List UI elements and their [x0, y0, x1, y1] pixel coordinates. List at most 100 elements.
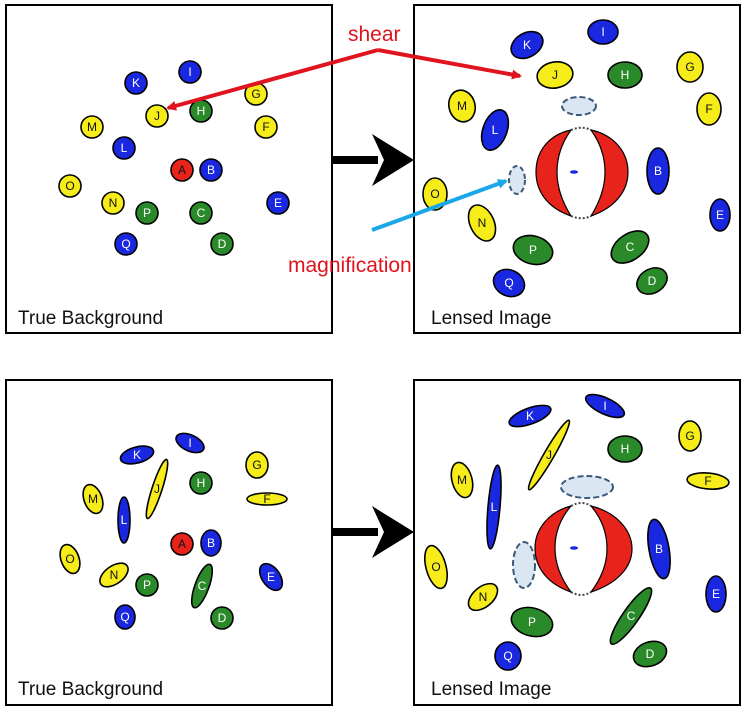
highlight-ellipse	[508, 165, 526, 195]
galaxy-E: E	[258, 562, 284, 592]
galaxy-label: G	[685, 429, 694, 443]
galaxy-B: B	[199, 158, 223, 182]
galaxy-label: H	[197, 476, 206, 490]
magnification-label: magnification	[288, 254, 412, 277]
galaxy-D: D	[632, 640, 668, 668]
galaxy-O: O	[423, 544, 449, 590]
galaxy-P: P	[135, 573, 159, 597]
galaxy-label: O	[431, 560, 440, 574]
galaxy-C: C	[610, 230, 650, 264]
galaxy-Q: Q	[492, 268, 526, 298]
panel-true-background-top: True Background K I J H G M F L A B O N …	[5, 4, 333, 334]
galaxy-C: C	[609, 586, 653, 646]
galaxy-O: O	[422, 177, 448, 211]
highlight-ellipse	[560, 475, 614, 499]
galaxy-F: F	[686, 472, 730, 490]
galaxy-label: A	[178, 163, 186, 177]
galaxy-Q: Q	[494, 641, 522, 671]
galaxy-label: C	[198, 579, 207, 593]
galaxy-label: J	[546, 448, 552, 462]
galaxy-I: I	[587, 19, 619, 45]
shear-label: shear	[348, 23, 401, 46]
galaxy-A: A	[170, 532, 194, 556]
galaxy-label: K	[526, 409, 534, 423]
shear-arrow-left	[166, 48, 379, 111]
panel-lensed-image-bottom: Lensed Image K I G J H F M L B O E N C P…	[413, 379, 741, 706]
galaxy-label: N	[478, 216, 487, 230]
galaxy-H: H	[607, 435, 643, 463]
galaxy-N: N	[467, 582, 499, 612]
galaxy-J: J	[145, 458, 169, 520]
galaxy-O: O	[58, 174, 82, 198]
galaxy-label: B	[655, 542, 663, 556]
galaxy-label: P	[528, 615, 536, 629]
galaxy-F: F	[696, 92, 722, 126]
galaxy-K: K	[124, 71, 148, 95]
galaxy-label: C	[627, 609, 636, 623]
transform-arrow-top	[332, 134, 414, 186]
galaxy-label: I	[603, 399, 606, 413]
galaxy-M: M	[447, 89, 477, 123]
galaxy-label: H	[197, 104, 206, 118]
transform-arrow-bottom	[332, 506, 414, 558]
galaxy-label: A	[178, 537, 186, 551]
galaxy-label: O	[65, 179, 74, 193]
galaxy-M: M	[450, 461, 474, 499]
galaxy-K: K	[510, 30, 544, 60]
galaxy-E: E	[705, 575, 727, 613]
galaxy-label: Q	[121, 237, 130, 251]
galaxy-label: D	[218, 237, 227, 251]
galaxy-label: D	[646, 647, 655, 661]
galaxy-label: P	[529, 243, 537, 257]
galaxy-label: F	[705, 102, 712, 116]
galaxy-G: G	[676, 51, 704, 83]
galaxy-N: N	[99, 562, 129, 588]
panel-label: Lensed Image	[431, 679, 551, 700]
galaxy-O: O	[59, 543, 81, 575]
galaxy-L: L	[486, 464, 502, 550]
galaxy-label: F	[263, 492, 270, 506]
galaxy-D: D	[210, 606, 234, 630]
galaxy-C: C	[190, 563, 214, 609]
galaxy-I: I	[584, 393, 626, 419]
galaxy-F: F	[246, 492, 288, 506]
galaxy-K: K	[119, 445, 155, 465]
galaxy-label: Q	[504, 276, 513, 290]
panel-label: True Background	[18, 679, 163, 700]
galaxy-label: E	[716, 208, 724, 222]
galaxy-label: N	[110, 568, 119, 582]
galaxy-label: I	[188, 65, 191, 79]
galaxy-label: G	[251, 87, 260, 101]
galaxy-J: J	[145, 104, 169, 128]
galaxy-H: H	[607, 61, 643, 89]
galaxy-C: C	[189, 201, 213, 225]
galaxy-label: K	[132, 76, 140, 90]
galaxy-label: M	[87, 120, 97, 134]
einstein-ring	[534, 502, 633, 596]
galaxy-label: L	[492, 123, 499, 137]
galaxy-label: C	[626, 240, 635, 254]
galaxy-P: P	[512, 234, 554, 266]
galaxy-label: Q	[120, 610, 129, 624]
galaxy-label: I	[601, 25, 604, 39]
galaxy-M: M	[82, 483, 104, 515]
galaxy-label: D	[648, 274, 657, 288]
galaxy-K: K	[508, 404, 552, 428]
galaxy-label: G	[252, 458, 261, 472]
galaxy-label: M	[457, 99, 467, 113]
galaxy-I: I	[178, 60, 202, 84]
galaxy-label: N	[479, 590, 488, 604]
galaxy-label: O	[430, 187, 439, 201]
galaxy-label: L	[121, 513, 128, 527]
galaxy-G: G	[245, 451, 269, 479]
panel-label: True Background	[18, 308, 163, 329]
galaxy-Q: Q	[114, 604, 136, 630]
galaxy-G: G	[678, 420, 702, 452]
shear-arrow-right	[377, 48, 522, 80]
galaxy-label: H	[621, 68, 630, 82]
panel-lensed-image-top: Lensed Image I K G J H M F L B O E N C P…	[413, 4, 741, 334]
galaxy-P: P	[135, 201, 159, 225]
galaxy-D: D	[636, 267, 668, 295]
einstein-ring	[535, 126, 629, 220]
